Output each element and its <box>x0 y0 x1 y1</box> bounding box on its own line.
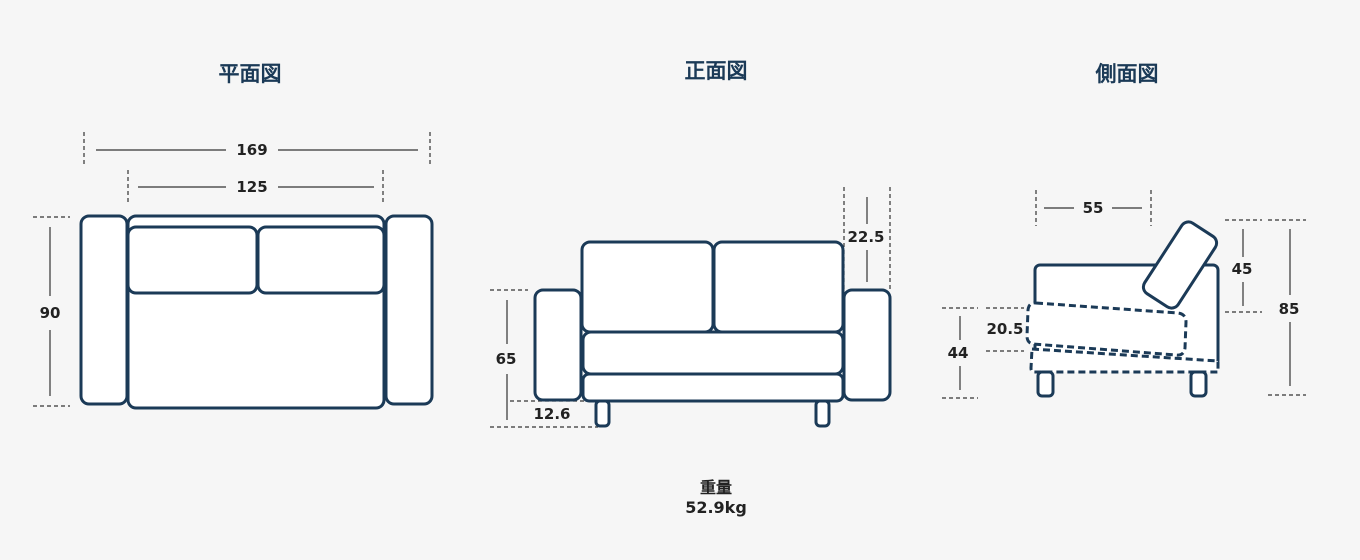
front-left-leg <box>594 399 611 428</box>
front-back-cushion-left <box>580 240 715 334</box>
front-arm-height-label: 65 <box>496 350 517 368</box>
front-view: 22.5 65 12.6 <box>490 187 892 428</box>
side-seat-cushion-label: 20.5 <box>986 320 1023 338</box>
side-back-leg <box>1189 370 1208 398</box>
side-front-leg <box>1036 370 1055 398</box>
plan-total-width-label: 169 <box>236 141 267 159</box>
plan-seat-width-label: 125 <box>236 178 267 196</box>
side-back-cushion-label: 45 <box>1232 260 1253 278</box>
front-seat-cushion <box>581 330 845 376</box>
side-total-height-label: 85 <box>1279 300 1300 318</box>
side-view: 55 45 85 20.5 44 <box>942 190 1306 399</box>
front-leg-height-label: 12.6 <box>533 405 570 423</box>
front-back-cushion-right <box>712 240 845 334</box>
side-seat-cushion <box>1025 301 1188 357</box>
plan-left-armrest <box>79 214 129 406</box>
weight-value: 52.9kg <box>685 498 747 517</box>
plan-right-armrest <box>384 214 434 406</box>
side-seat-depth-label: 55 <box>1083 199 1104 217</box>
plan-back-cushion-left <box>126 225 259 295</box>
weight-label: 重量 <box>699 478 732 497</box>
side-seat-height-label: 44 <box>948 344 969 362</box>
front-back-height-extra-label: 22.5 <box>847 228 884 246</box>
front-seat-base <box>581 372 845 403</box>
front-right-leg <box>814 399 831 428</box>
side-view-title: 側面図 <box>1095 62 1159 86</box>
side-seat-base <box>1029 347 1220 374</box>
front-view-title: 正面図 <box>684 59 748 83</box>
front-left-armrest <box>533 288 583 402</box>
plan-back-cushion-right <box>256 225 386 295</box>
weight-info: 重量 52.9kg <box>616 478 816 518</box>
side-back-cushion <box>1141 220 1219 310</box>
front-right-armrest <box>842 288 892 402</box>
plan-depth-label: 90 <box>40 304 61 322</box>
plan-view-title: 平面図 <box>218 62 282 86</box>
plan-view: 169 125 90 <box>33 132 434 410</box>
